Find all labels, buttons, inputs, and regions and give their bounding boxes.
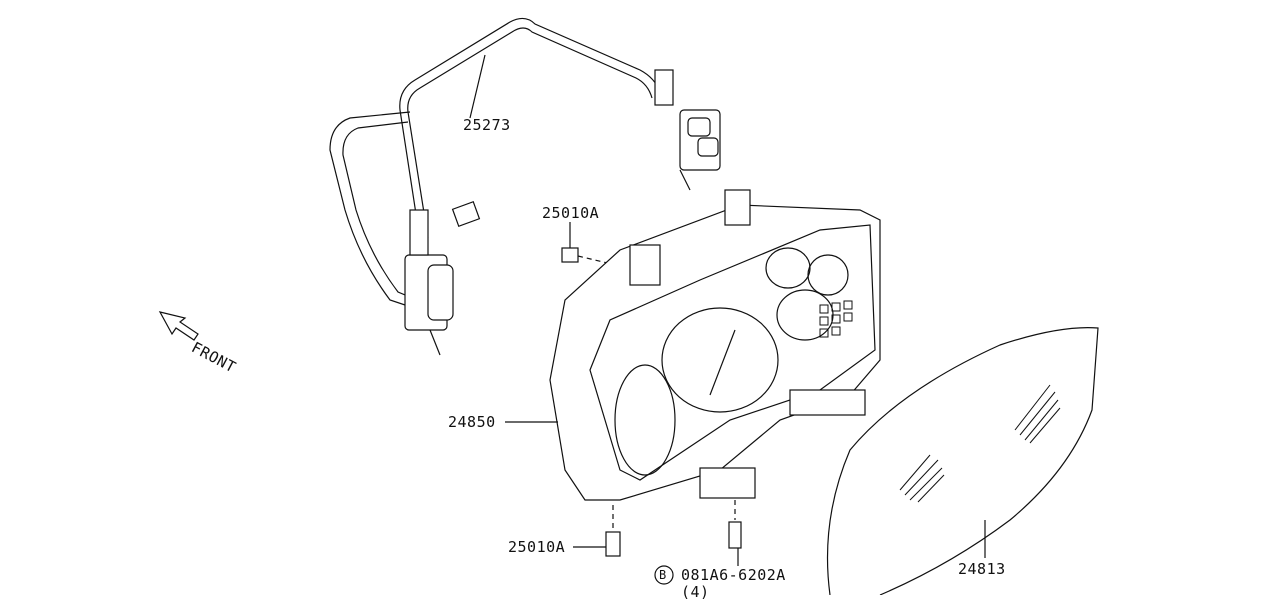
part-label-24850: 24850: [448, 413, 496, 431]
wiring-harness-25273: [329, 17, 721, 356]
instrument-cluster-24850: [505, 189, 881, 501]
part-label-24813: 24813: [958, 560, 1006, 578]
part-label-081a6-6202a: 081A6-6202A: [681, 566, 786, 584]
front-arrow-icon: [158, 311, 199, 341]
screw-top: [561, 222, 621, 267]
callout-b-circle: [654, 565, 674, 585]
part-quantity: (4): [681, 583, 710, 601]
part-label-25010a-bottom: 25010A: [508, 538, 566, 556]
screw-bottom: [573, 505, 621, 557]
bolt: [728, 500, 742, 566]
part-label-25010a-top: 25010A: [542, 204, 600, 222]
part-label-25273: 25273: [463, 116, 511, 134]
callout-b-letter: B: [659, 568, 667, 582]
cluster-lens-24813: [826, 327, 1099, 595]
